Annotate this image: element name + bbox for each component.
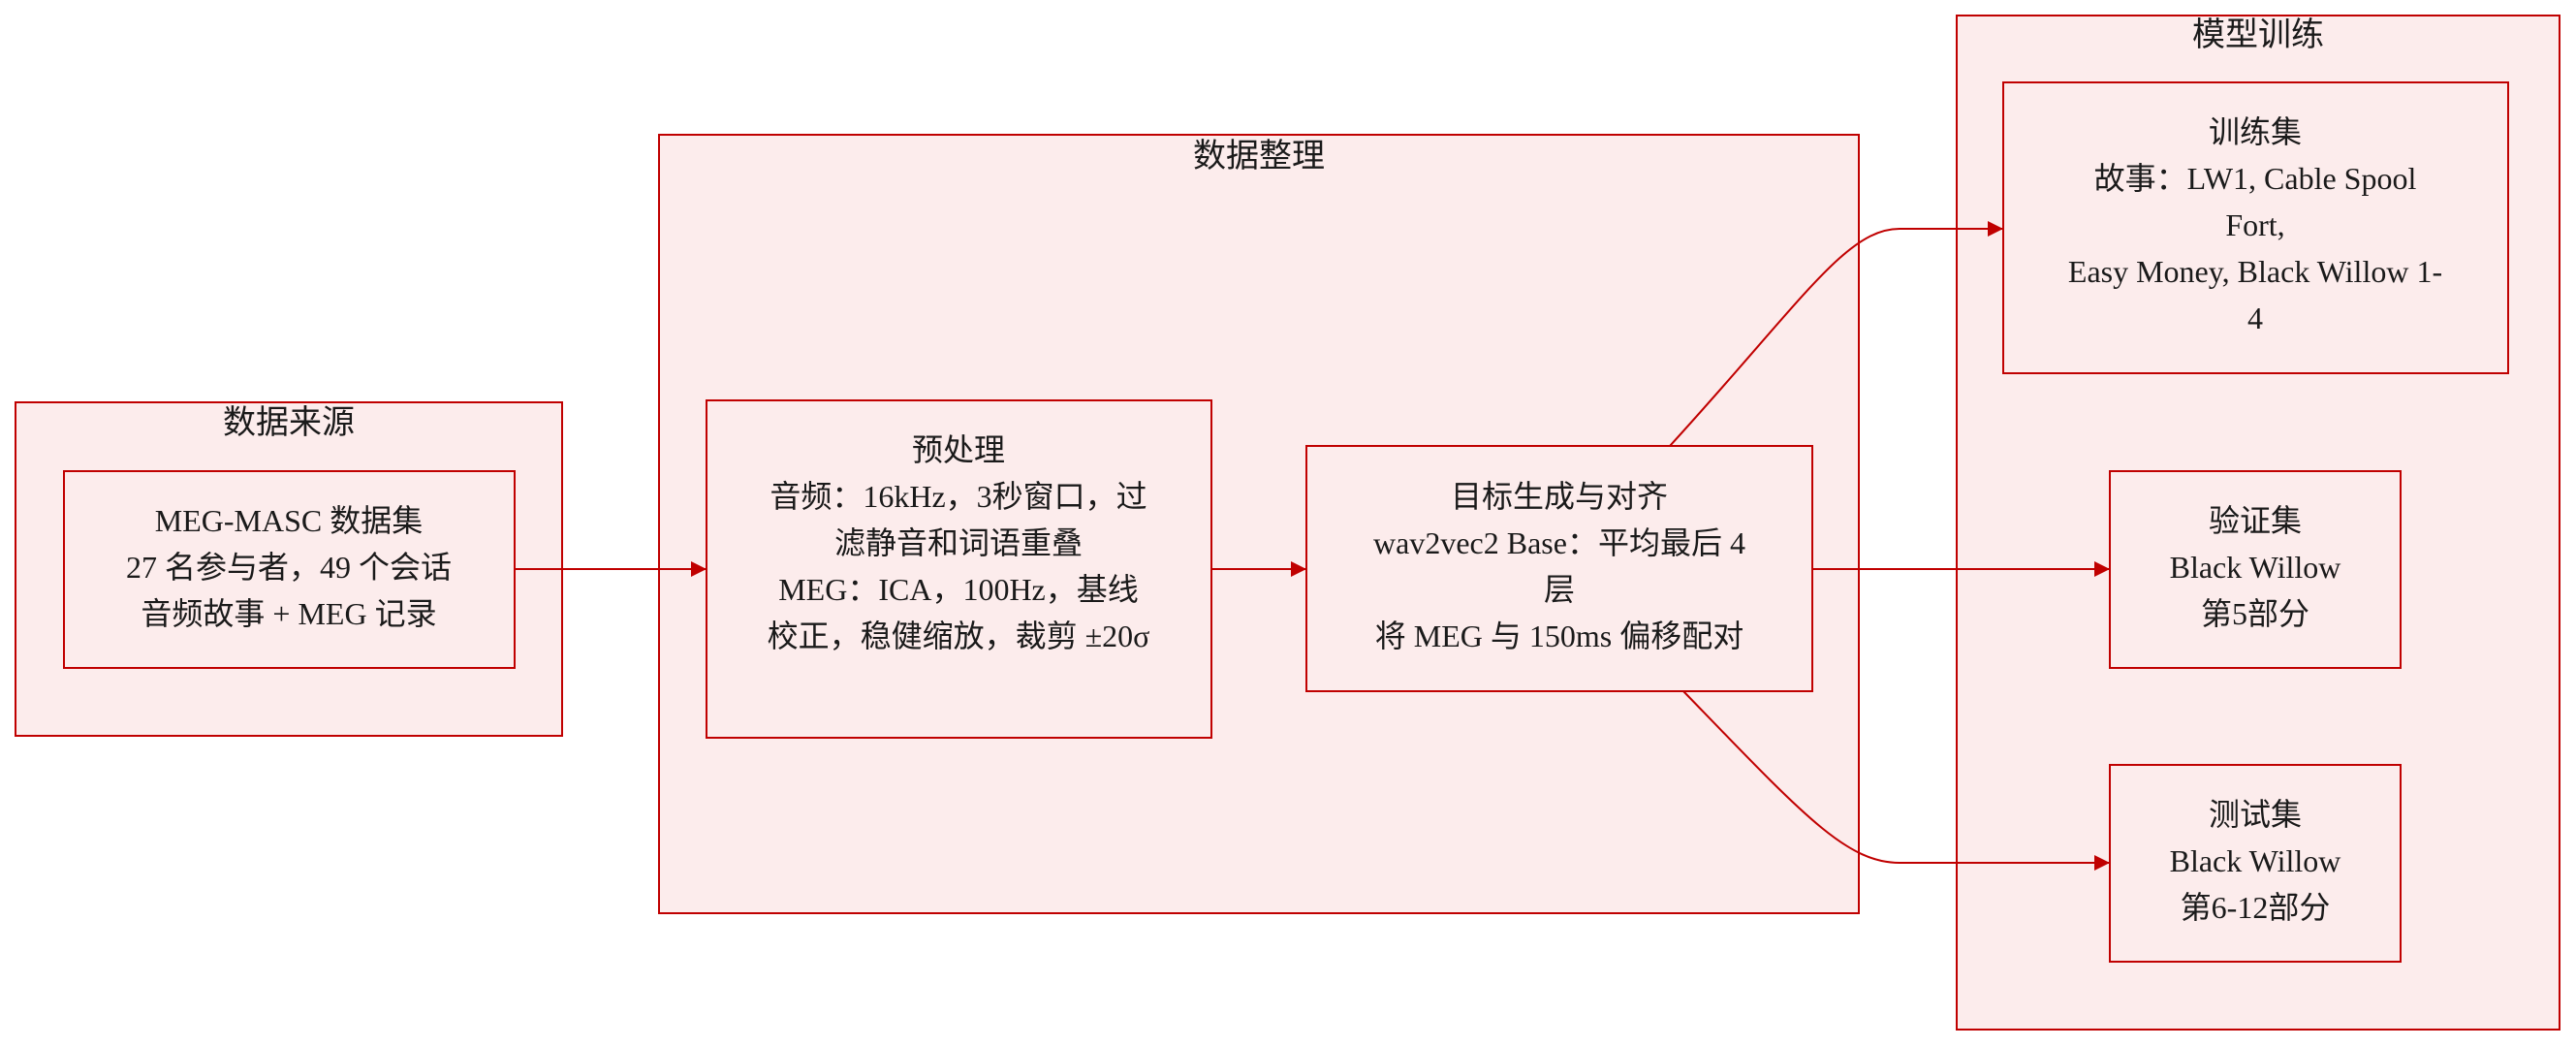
- node-training-set: 训练集 故事：LW1, Cable Spool Fort, Easy Money…: [2002, 81, 2509, 374]
- node-preprocessing-line-5: 校正，稳健缩放，裁剪 ±20σ: [768, 619, 1150, 653]
- node-preprocessing: 预处理 音频：16kHz，3秒窗口，过 滤静音和词语重叠 MEG：ICA，100…: [706, 399, 1212, 739]
- node-validation-set-line-3: 第5部分: [2201, 596, 2309, 631]
- cluster-model-training-title: 模型训练: [2192, 16, 2324, 53]
- node-preprocessing-line-2: 音频：16kHz，3秒窗口，过: [770, 479, 1147, 514]
- node-test-set-line-2: Black Willow: [2170, 843, 2341, 878]
- node-preprocessing-line-4: MEG：ICA，100Hz，基线: [778, 572, 1139, 607]
- node-meg-masc-dataset-line-1: MEG-MASC 数据集: [155, 503, 423, 538]
- node-preprocessing-line-1: 预处理: [912, 432, 1005, 467]
- node-training-set-line-2: 故事：LW1, Cable Spool: [2094, 161, 2417, 196]
- node-preprocessing-line-3: 滤静音和词语重叠: [834, 525, 1083, 560]
- cluster-data-source-title: 数据来源: [223, 404, 355, 441]
- node-meg-masc-dataset: MEG-MASC 数据集 27 名参与者，49 个会话 音频故事 + MEG 记…: [63, 470, 516, 669]
- edge-target-to-train: [1669, 221, 2003, 447]
- edge-target-to-test: [1682, 690, 2110, 871]
- node-training-set-line-5: 4: [2247, 301, 2263, 335]
- node-target-generation-line-2: wav2vec2 Base：平均最后 4: [1373, 525, 1745, 560]
- node-target-generation-line-1: 目标生成与对齐: [1451, 479, 1668, 514]
- node-training-set-line-4: Easy Money, Black Willow 1-: [2068, 254, 2442, 289]
- node-training-set-line-3: Fort,: [2225, 207, 2284, 242]
- node-test-set-line-3: 第6-12部分: [2181, 890, 2331, 925]
- node-meg-masc-dataset-line-3: 音频故事 + MEG 记录: [141, 596, 436, 631]
- node-training-set-line-1: 训练集: [2209, 114, 2302, 149]
- node-target-generation-line-3: 层: [1544, 572, 1575, 607]
- node-validation-set-line-2: Black Willow: [2170, 550, 2341, 585]
- cluster-data-processing-title: 数据整理: [1193, 138, 1325, 174]
- node-test-set-line-1: 测试集: [2209, 797, 2302, 832]
- node-target-generation: 目标生成与对齐 wav2vec2 Base：平均最后 4 层 将 MEG 与 1…: [1305, 445, 1813, 692]
- node-test-set: 测试集 Black Willow 第6-12部分: [2109, 764, 2402, 963]
- node-validation-set-line-1: 验证集: [2209, 503, 2302, 538]
- node-target-generation-line-4: 将 MEG 与 150ms 偏移配对: [1375, 619, 1744, 653]
- node-validation-set: 验证集 Black Willow 第5部分: [2109, 470, 2402, 669]
- node-meg-masc-dataset-line-2: 27 名参与者，49 个会话: [126, 550, 452, 585]
